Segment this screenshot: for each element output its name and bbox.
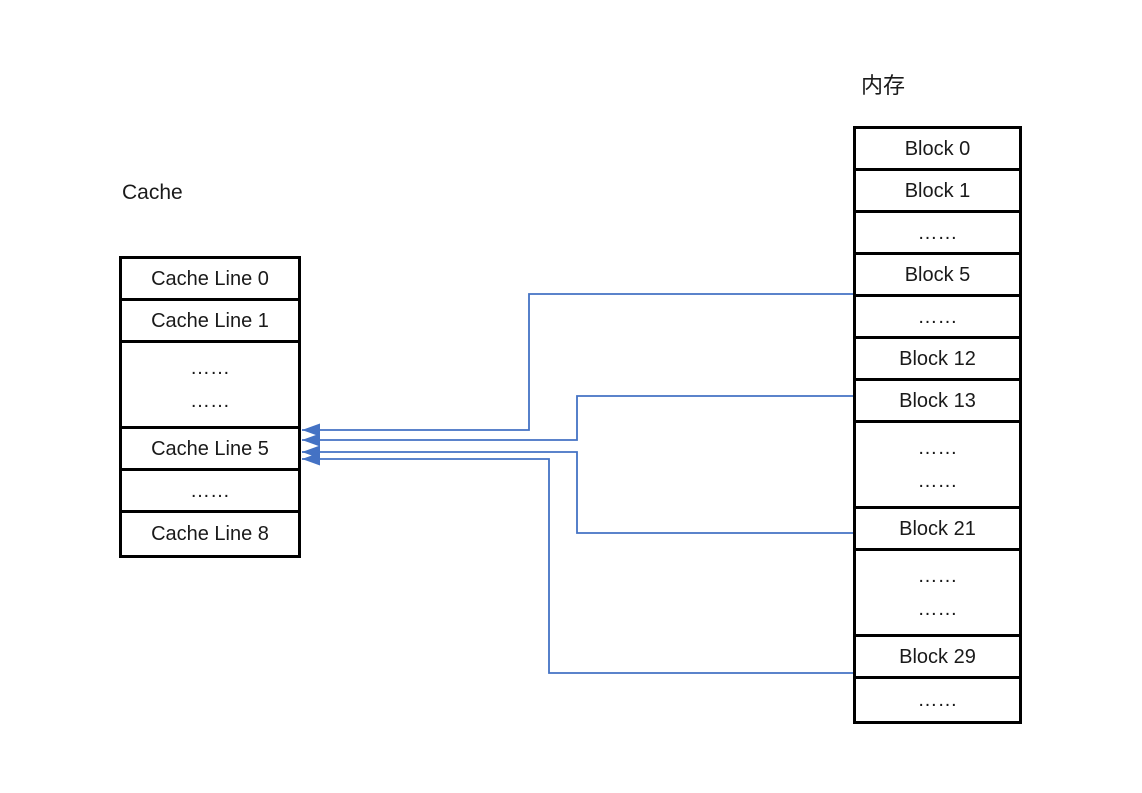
memory-row-6: Block 13 — [856, 381, 1019, 423]
memory-cell-label: Block 0 — [904, 137, 971, 160]
memory-row-1: Block 1 — [856, 171, 1019, 213]
cache-table: Cache Line 0 Cache Line 1 …… …… Cache Line 5… — [119, 256, 301, 558]
cache-row-2: …… …… — [122, 343, 298, 429]
memory-row-4: …… — [856, 297, 1019, 339]
cache-cell-label: Cache Line 0 — [151, 267, 269, 290]
memory-table: Block 0 Block 1 …… Block 5 …… Block 12 Block 1… — [853, 126, 1022, 724]
memory-cell-label: …… — [917, 564, 958, 587]
memory-row-11: …… — [856, 679, 1019, 721]
memory-row-8: Block 21 — [856, 509, 1019, 551]
cache-cell-label: Cache Line 5 — [151, 437, 269, 460]
memory-cell-label: …… — [917, 221, 958, 244]
cache-cell-label: …… — [190, 356, 230, 379]
memory-row-3: Block 5 — [856, 255, 1019, 297]
cache-cell-label: Cache Line 8 — [151, 523, 269, 545]
memory-cell-label: Block 5 — [904, 263, 971, 286]
memory-cell-label: …… — [917, 470, 958, 493]
cache-row-3: Cache Line 5 — [122, 429, 298, 471]
memory-cell-label: …… — [917, 436, 958, 459]
memory-title-label: 内存 — [861, 73, 906, 98]
cache-row-4: …… — [122, 471, 298, 513]
memory-cell-label: Block 29 — [899, 645, 976, 668]
mapping-line-block-5 — [302, 293, 853, 437]
cache-row-1: Cache Line 1 — [122, 301, 298, 343]
mapping-line-block-29 — [302, 452, 853, 674]
memory-cell-label: Block 12 — [899, 347, 976, 370]
mapping-line-block-13 — [302, 395, 853, 447]
memory-row-2: …… — [856, 213, 1019, 255]
cache-cell-label: …… — [190, 390, 230, 413]
memory-row-9: …… …… — [856, 551, 1019, 637]
memory-cell-label: Block 21 — [899, 517, 976, 540]
memory-row-10: Block 29 — [856, 637, 1019, 679]
cache-cell-label: Cache Line 1 — [151, 309, 269, 332]
memory-row-5: Block 12 — [856, 339, 1019, 381]
memory-cell-label: Block 13 — [899, 389, 976, 412]
memory-cell-label: Block 1 — [904, 179, 971, 202]
memory-cell-label: …… — [917, 305, 958, 328]
cache-cell-label: …… — [190, 479, 230, 502]
memory-cell-label: …… — [917, 598, 958, 621]
memory-row-0: Block 0 — [856, 129, 1019, 171]
cache-row-0: Cache Line 0 — [122, 259, 298, 301]
cache-row-5: Cache Line 8 — [122, 513, 298, 555]
cache-title-label: Cache — [122, 181, 183, 204]
memory-cell-label: …… — [917, 689, 958, 711]
memory-row-7: …… …… — [856, 423, 1019, 509]
mapping-line-block-21 — [302, 445, 853, 534]
